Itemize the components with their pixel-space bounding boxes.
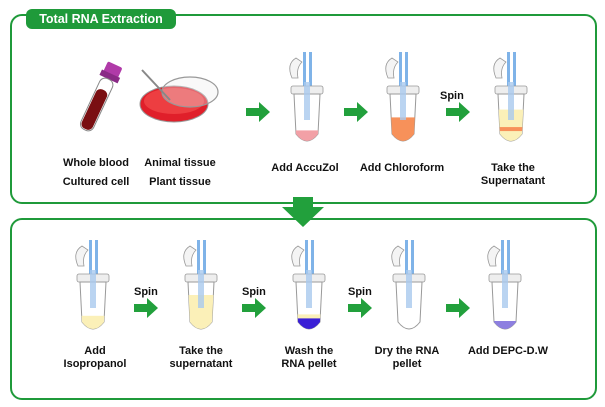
tube-wash-pellet [291,240,326,330]
label-whole-blood: Whole blood [63,157,129,169]
spin-label: Spin [440,90,464,102]
tube-depc [487,240,522,330]
arrow-right-icon [446,298,470,318]
step-label-take-supernatant: Take the supernatant [169,345,233,370]
step-label-depc: Add DEPC-D.W [467,345,549,357]
section-title: Total RNA Extraction [26,9,176,29]
label-plant-tissue: Plant tissue [149,176,211,188]
blood-tube-icon [79,61,122,132]
spin-label: Spin [242,286,266,298]
arrow-right-icon [344,102,368,122]
tube-take-supernatant [183,240,218,330]
step-label-wash-pellet: Wash the RNA pellet [281,345,337,370]
down-arrow-icon [282,197,324,227]
label-animal-tissue: Animal tissue [144,157,216,169]
arrow-right-icon [134,298,158,318]
arrow-right-icon [242,298,266,318]
arrow-right-icon [246,102,270,122]
tube-chloroform [385,52,420,142]
spin-label: Spin [134,286,158,298]
label-cultured-cell: Cultured cell [62,176,130,188]
tube-accuzol [289,52,324,142]
step-label-chloroform: Add Chloroform [359,162,445,174]
step-label-isopropanol: Add Isopropanol [63,345,127,370]
tube-supernatant-top [493,52,528,142]
step-label-dry-pellet: Dry the RNA pellet [374,345,440,370]
tube-isopropanol [75,240,110,330]
tube-dry-pellet [391,240,426,330]
petri-dish-icon [139,69,219,123]
step-label-accuzol: Add AccuZol [271,162,339,174]
step-label-supernatant: Take the Supernatant [480,162,546,187]
arrow-right-icon [446,102,470,122]
arrow-right-icon [348,298,372,318]
spin-label: Spin [348,286,372,298]
